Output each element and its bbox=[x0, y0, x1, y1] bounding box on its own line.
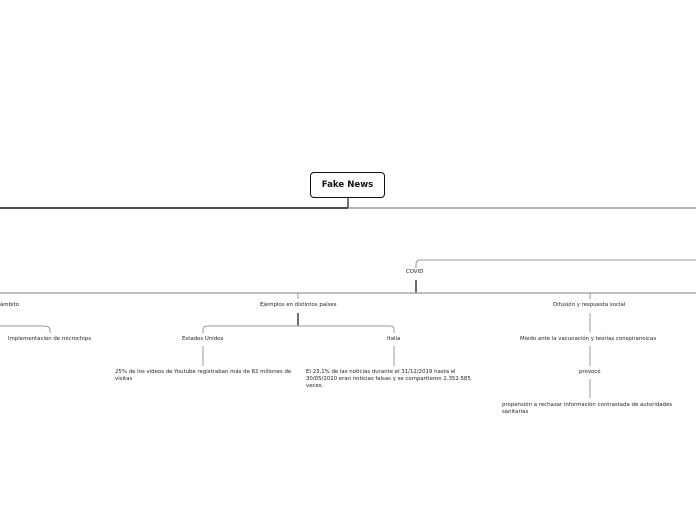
node-italia[interactable]: Italia bbox=[387, 336, 401, 342]
node-difusion[interactable]: Difusión y respuesta social bbox=[553, 302, 626, 308]
node-propension[interactable]: propensión a rechazar información contra… bbox=[502, 402, 673, 415]
ejemplos-children-bar bbox=[202, 325, 395, 333]
covid-upper-connector bbox=[415, 259, 696, 268]
ambito-children-connector bbox=[0, 325, 51, 333]
node-microchips[interactable]: Implementación de microchips bbox=[8, 336, 92, 342]
node-miedo[interactable]: Miedo ante la vacunación y teorías consp… bbox=[520, 336, 657, 342]
root-node[interactable]: Fake News bbox=[310, 172, 385, 198]
node-italia-stat[interactable]: El 23,1% de las noticias durante el 31/1… bbox=[306, 369, 471, 389]
node-eeuu[interactable]: Estados Unidos bbox=[182, 336, 224, 342]
node-ambito[interactable]: ámbito bbox=[0, 302, 19, 308]
node-provoco[interactable]: provocó bbox=[579, 369, 601, 375]
node-ejemplos[interactable]: Ejemplos en distintos países bbox=[260, 302, 337, 308]
node-youtube[interactable]: 25% de los videos de Youtube registraban… bbox=[115, 369, 292, 382]
node-covid[interactable]: COVID bbox=[406, 269, 424, 275]
